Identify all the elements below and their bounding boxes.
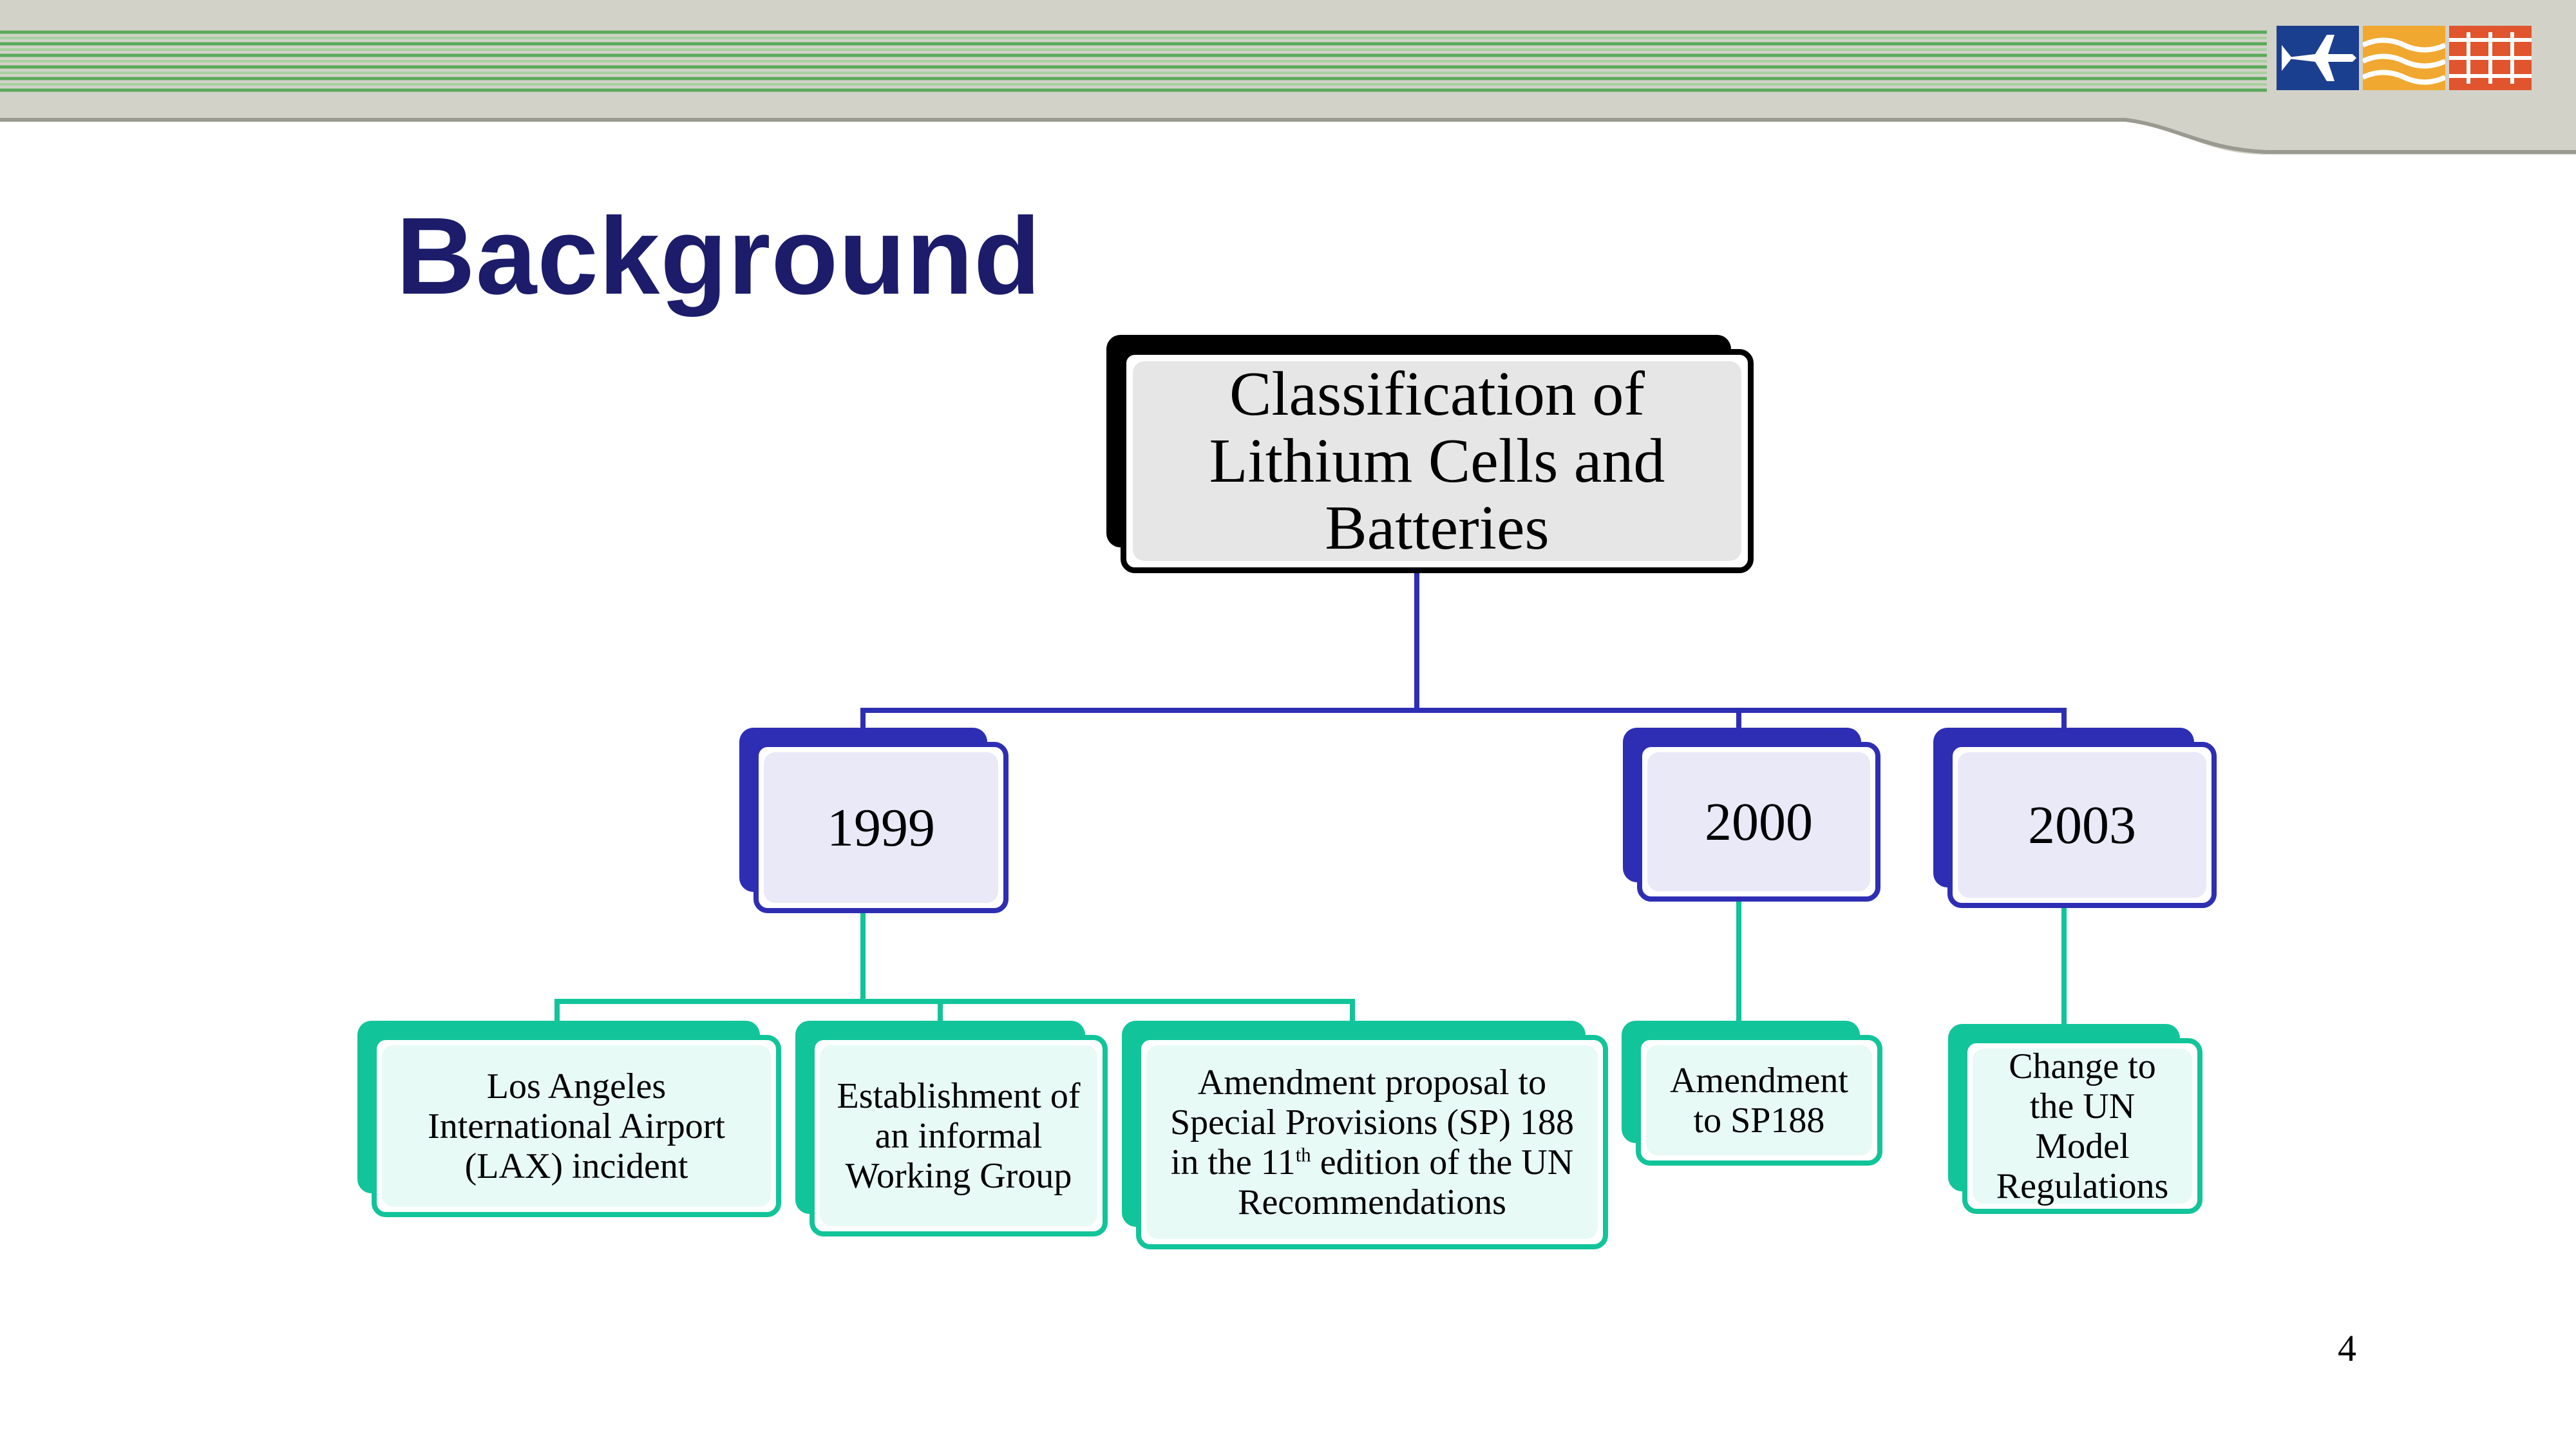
- root-node-classification: Classification of Lithium Cells and Batt…: [1106, 335, 1754, 573]
- event-line-part: in the 11: [1170, 1142, 1296, 1182]
- event-node-amendment-proposal: Amendment proposal to Special Provisions…: [1122, 1021, 1608, 1249]
- year-node-1999: 1999: [739, 728, 1009, 913]
- root-to-years-connector: [860, 570, 2067, 734]
- event-line: Recommendations: [1238, 1182, 1506, 1222]
- root-node-line: Classification of: [1229, 359, 1645, 429]
- event-line-edition: in the 11th edition of the UN: [1171, 1142, 1573, 1182]
- event-line: Model: [2035, 1126, 2130, 1166]
- page-number: 4: [2338, 1327, 2356, 1369]
- years-to-events-connector: [554, 898, 2067, 1037]
- event-line: Special Provisions (SP) 188: [1170, 1102, 1574, 1142]
- year-label: 2003: [1958, 752, 2206, 898]
- root-node-text: Classification of Lithium Cells and Batt…: [1133, 359, 1741, 563]
- header-band: [0, 0, 2576, 155]
- event-line: (LAX) incident: [464, 1146, 688, 1186]
- event-line: Amendment proposal to: [1197, 1062, 1547, 1103]
- event-line: the UN: [2029, 1086, 2136, 1126]
- organization-logo: [2277, 26, 2532, 90]
- event-node-amendment-sp188: Amendment to SP188: [1622, 1021, 1882, 1166]
- root-node-line: Lithium Cells and: [1209, 426, 1665, 496]
- event-node-working-group: Establishment of an informal Working Gro…: [795, 1021, 1108, 1236]
- year-node-2000: 2000: [1623, 728, 1880, 902]
- ordinal-suffix: th: [1295, 1143, 1311, 1166]
- event-line: to SP188: [1693, 1100, 1825, 1141]
- event-line-part: edition of the UN: [1311, 1142, 1574, 1182]
- event-line: Establishment of: [837, 1075, 1081, 1116]
- event-line: an informal: [875, 1115, 1043, 1156]
- rails-logo-tile: [2449, 26, 2532, 90]
- event-node-lax-incident: Los Angeles International Airport (LAX) …: [357, 1021, 781, 1217]
- event-line: Los Angeles: [486, 1066, 667, 1106]
- event-line: Amendment: [1670, 1060, 1848, 1101]
- event-line: Change to: [2009, 1046, 2156, 1086]
- event-line: Working Group: [845, 1155, 1072, 1196]
- event-line: Regulations: [1996, 1166, 2169, 1206]
- event-node-change-un-regulations: Change to the UN Model Regulations: [1948, 1024, 2202, 1214]
- waves-logo-tile: [2363, 26, 2445, 90]
- event-line: International Airport: [428, 1106, 725, 1146]
- slide-title: Background: [396, 195, 1041, 317]
- year-label: 2000: [1647, 752, 1870, 891]
- year-label: 1999: [764, 752, 998, 903]
- year-node-2003: 2003: [1933, 728, 2217, 908]
- root-node-line: Batteries: [1325, 493, 1549, 563]
- airplane-logo-tile: [2277, 26, 2359, 90]
